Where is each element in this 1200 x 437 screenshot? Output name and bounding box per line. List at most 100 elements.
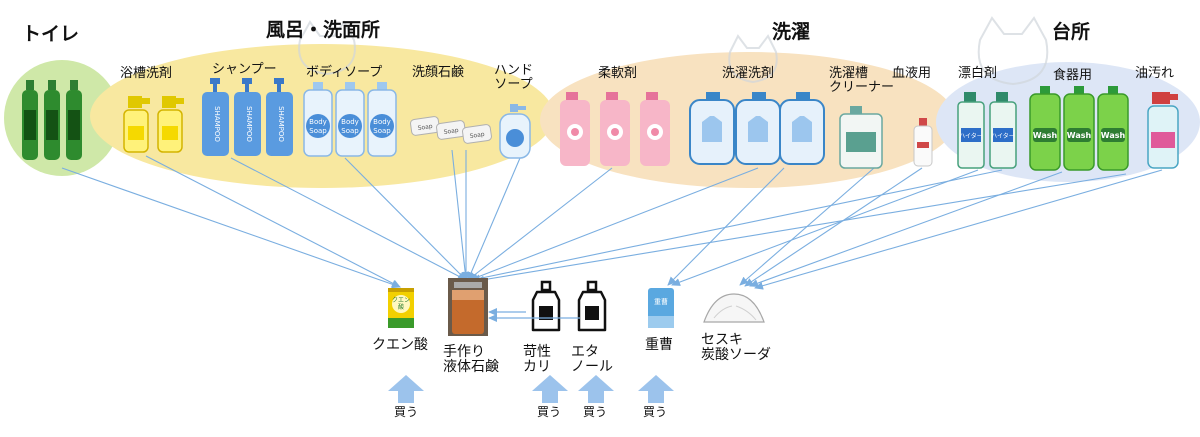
blood-stain-bottle [913, 118, 933, 167]
citric-acid-can: クエン 酸 [388, 288, 414, 328]
softener-bottles [560, 92, 670, 166]
category-bath: 風呂・洗面所 [266, 19, 381, 41]
connection-line [471, 169, 1003, 283]
toilet-bottle [22, 80, 38, 160]
body-soap-bottle: Body Soap [367, 82, 397, 157]
body-soap-label: Soap [309, 127, 327, 135]
decorative-cat-sketches [298, 16, 1049, 86]
label-blood: 血液用 [892, 66, 932, 81]
shampoo-label: SHAMPOO [213, 106, 221, 142]
shampoo-bottle: SHAMPOO [202, 78, 229, 156]
body-soap-bottle: Body Soap [303, 82, 333, 157]
citric-can-label: クエン [392, 297, 410, 304]
detergent-jug [779, 92, 825, 165]
body-soap-label: Body [373, 118, 391, 126]
label-bleach: 漂白剤 [958, 66, 998, 81]
label-hand-soap: ハンド ソープ [494, 63, 534, 93]
label-dish: 食器用 [1053, 68, 1093, 83]
sesqui-powder-pile [703, 293, 765, 323]
buy-label: 買う [583, 405, 608, 419]
shampoo-label: SHAMPOO [277, 106, 285, 142]
dish-label: Wash [1033, 131, 1058, 140]
liquid-soap-jar [448, 278, 488, 336]
drum-cleaner-bottle [839, 106, 883, 169]
softener-bottle [600, 92, 630, 166]
body-soap-bottles: Body Soap Body Soap Body Soap [303, 82, 397, 157]
connection-line [467, 157, 521, 281]
ethanol-bottle [577, 280, 607, 332]
shampoo-bottle: SHAMPOO [266, 78, 293, 156]
buy-arrow [532, 375, 568, 403]
connection-line [61, 167, 401, 289]
citric-can-label: 酸 [398, 303, 404, 311]
soap-bar-label: Soap [417, 123, 433, 132]
soap-bar: Soap [462, 124, 492, 144]
connection-line [469, 167, 759, 281]
hand-soap-bottle [499, 104, 531, 159]
label-body-soap: ボディソープ [306, 65, 383, 80]
baking-soda-package: 重曹 [648, 288, 674, 328]
soap-bar: Soap [410, 116, 440, 136]
buy-arrow [578, 375, 614, 403]
connection-line [667, 167, 785, 286]
body-soap-label: Soap [373, 127, 391, 135]
body-soap-label: Body [309, 118, 327, 126]
tub-cleaner-sprays [123, 96, 184, 153]
laundry-detergent-jugs [689, 92, 825, 165]
shampoo-label: SHAMPOO [245, 106, 253, 142]
soap-bar: Soap [436, 120, 466, 140]
category-toilet: トイレ [22, 23, 80, 45]
body-soap-bottle: Body Soap [335, 82, 365, 157]
detergent-jug [689, 92, 735, 165]
potash-bottle [531, 280, 561, 332]
dish-detergent-bottle: Wash [1029, 86, 1061, 171]
soap-bar-label: Soap [469, 131, 485, 140]
label-face-soap: 洗顔石鹸 [412, 65, 465, 80]
buy-arrows [388, 375, 674, 403]
toilet-bottle [66, 80, 82, 160]
dish-detergent-bottles: Wash Wash Wash [1029, 86, 1129, 171]
label-tub-cleaner: 浴槽洗剤 [120, 66, 173, 81]
detergent-jug [735, 92, 781, 165]
ingredient-sesqui: セスキ 炭酸ソーダ [701, 332, 771, 364]
potash-to-soap-arrows [488, 308, 580, 322]
connection-line [230, 157, 467, 281]
bleach-label: ハイター [959, 132, 983, 140]
connection-line [145, 155, 401, 288]
spray-bottle [157, 96, 184, 153]
label-laundry-detergent: 洗濯洗剤 [722, 66, 775, 81]
ingredient-ethanol: エタ ノール [571, 344, 613, 376]
dish-label: Wash [1067, 131, 1092, 140]
bleach-label: ハイター [991, 132, 1015, 140]
softener-bottle [640, 92, 670, 166]
toilet-bottle [44, 80, 60, 160]
connection-line [671, 169, 979, 286]
buy-arrow [638, 375, 674, 403]
category-laundry: 洗濯 [772, 21, 811, 43]
shampoo-bottle: SHAMPOO [234, 78, 261, 156]
shampoo-bottles: SHAMPOO SHAMPOO SHAMPOO [202, 78, 293, 156]
ingredient-citric-acid: クエン酸 [372, 337, 428, 353]
spray-bottle [123, 96, 150, 153]
buy-label: 買う [394, 405, 419, 419]
cat-sketch-2 [728, 34, 778, 84]
dish-label: Wash [1101, 131, 1126, 140]
label-grease: 油汚れ [1135, 66, 1175, 81]
bleach-bottle: ハイター [957, 92, 985, 169]
soap-bar-label: Soap [443, 127, 459, 136]
connection-line [467, 167, 613, 281]
connection-line [749, 171, 1063, 288]
connection-line [344, 157, 467, 281]
face-soap-bars: Soap Soap Soap [410, 116, 492, 144]
label-softener: 柔軟剤 [598, 66, 638, 81]
softener-bottle [560, 92, 590, 166]
buy-arrow [388, 375, 424, 403]
ingredient-baking-soda: 重曹 [645, 337, 673, 353]
buy-label: 買う [537, 405, 562, 419]
connection-lines [61, 149, 1163, 290]
connection-line [744, 167, 923, 287]
body-soap-label: Body [341, 118, 359, 126]
dish-detergent-bottle: Wash [1063, 86, 1095, 171]
buy-label: 買う [643, 405, 668, 419]
grease-cleaner-spray [1147, 92, 1179, 169]
